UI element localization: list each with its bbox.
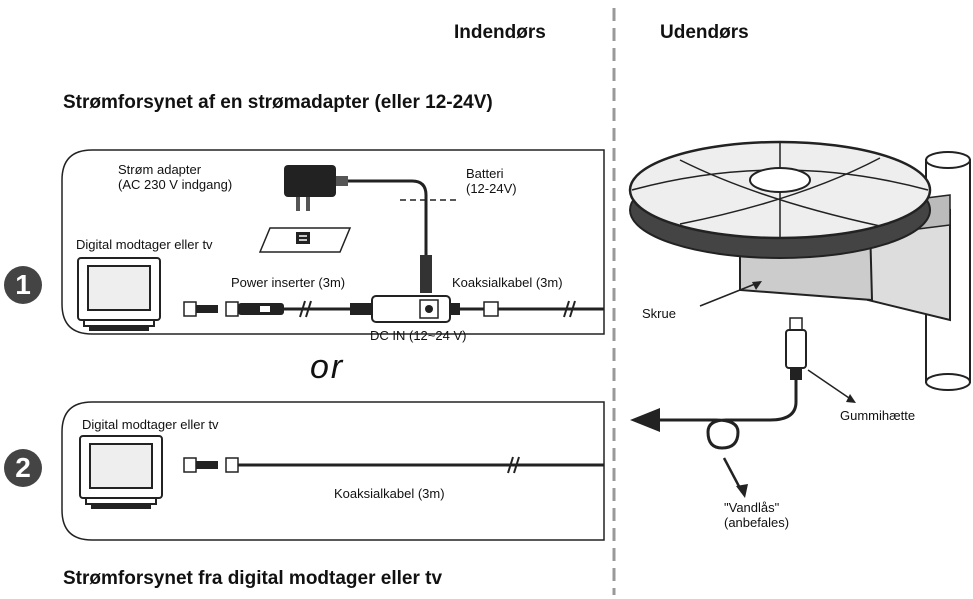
dc-in-label: DC IN (12~24 V) xyxy=(370,328,467,343)
rubber-cap-label: Gummihætte xyxy=(840,408,916,423)
power-adapter-label: Strøm adapter (AC 230 V indgang) xyxy=(118,162,233,192)
section2-title: Strømforsynet fra digital modtager eller… xyxy=(63,568,443,589)
option2-box xyxy=(61,401,605,541)
receiver-label-2: Digital modtager eller tv xyxy=(82,417,219,432)
tv-icon xyxy=(79,435,163,509)
outdoor-header: Udendørs xyxy=(660,22,749,43)
connector-icon xyxy=(225,301,284,317)
screw-label: Skrue xyxy=(642,306,676,321)
wall-socket-icon xyxy=(258,227,352,253)
coax-label-1: Koaksialkabel (3m) xyxy=(452,275,563,290)
battery-label: Batteri (12-24V) xyxy=(466,166,517,196)
tv-icon xyxy=(77,257,161,331)
step-1-badge: 1 xyxy=(4,266,42,304)
power-inserter-icon xyxy=(350,295,460,323)
water-trap-label: "Vandlås" (anbefales) xyxy=(724,500,790,530)
receiver-label-1: Digital modtager eller tv xyxy=(76,237,213,252)
power-adapter-icon xyxy=(284,165,348,211)
section1-title: Strømforsynet af en strømadapter (eller … xyxy=(63,92,493,113)
antenna-icon xyxy=(628,140,971,391)
power-inserter-label: Power inserter (3m) xyxy=(231,275,346,290)
adapter-cable xyxy=(348,179,428,270)
dc-plug xyxy=(420,255,432,293)
step-2-badge: 2 xyxy=(4,449,42,487)
indoor-header: Indendørs xyxy=(454,22,546,43)
coax-label-2: Koaksialkabel (3m) xyxy=(334,486,445,501)
or-divider: or xyxy=(310,348,345,386)
